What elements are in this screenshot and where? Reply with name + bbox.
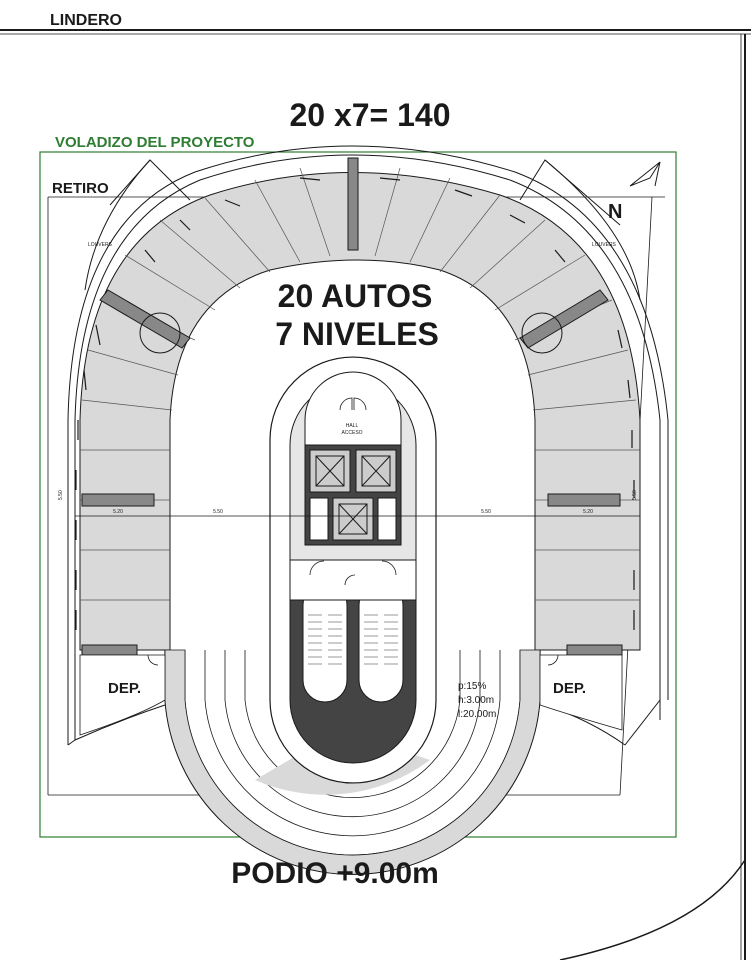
deposit-left-area (79, 654, 166, 736)
hall-area (304, 371, 402, 446)
center-label-autos: 20 AUTOS (278, 278, 433, 314)
deposit-door-right (547, 654, 559, 666)
column-circle-left (139, 312, 181, 354)
setback-label: RETIRO (52, 180, 109, 197)
deposit-label-left: DEP. (108, 680, 141, 697)
north-label: N (608, 201, 622, 223)
headline: 20 x7= 140 (289, 97, 450, 133)
boundary-label: LINDERO (50, 12, 122, 29)
stair-steps (308, 614, 398, 665)
overhang-label: VOLADIZO DEL PROYECTO (55, 134, 255, 151)
deposit-right-area (539, 654, 623, 731)
side-dim-left: 5.50 (58, 490, 64, 500)
ramp-height: h:3.00m (458, 695, 494, 706)
north-arrow-icon (629, 161, 661, 187)
deposit-label-right: DEP. (553, 680, 586, 697)
door-swings (309, 560, 397, 586)
center-label-niveles: 7 NIVELES (275, 316, 439, 352)
louver-marks (75, 177, 635, 630)
hall-door-icon (339, 397, 367, 411)
column-circle-right (521, 312, 563, 354)
stair-towers (289, 559, 417, 764)
deposit-door-left (147, 654, 159, 666)
outer-shell (67, 145, 669, 746)
louver-label-right: LOUVERS (592, 242, 617, 248)
dim-left-outer: 5.20 (113, 509, 123, 515)
dimension-line (75, 510, 640, 522)
dim-left-inner: 5.50 (213, 509, 223, 515)
louver-label-left: LOUVERS (88, 242, 113, 248)
dim-right-inner: 5.50 (481, 509, 491, 515)
boundary-line (0, 29, 751, 960)
ramp-slope: p:15% (458, 681, 486, 692)
footer-label: PODIO +9.00m (231, 857, 439, 890)
ramp-length: l:20.00m (458, 709, 496, 720)
hall-label-2: ACCESO (341, 430, 362, 436)
parking-ring (79, 172, 641, 651)
hall-label-1: HALL (346, 423, 359, 429)
elevator-icon (315, 455, 391, 535)
dim-right-outer: 5.20 (583, 509, 593, 515)
side-dim-right: 5.50 (632, 490, 638, 500)
